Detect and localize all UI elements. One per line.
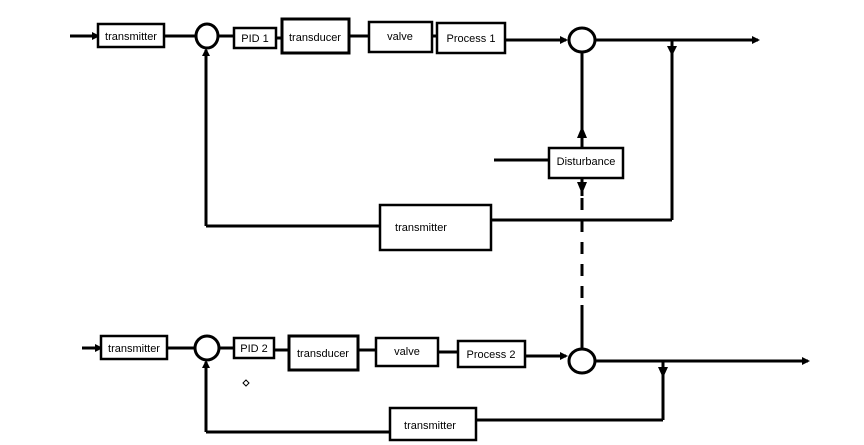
loop2-transducer-block: transducer (287, 334, 360, 372)
loop1-pid-label: PID 1 (241, 33, 269, 45)
small-diamond-mark (242, 379, 250, 387)
loop2-output-junction (567, 347, 597, 375)
loop1-transducer-label: transducer (289, 32, 341, 44)
loop2-feedback-transmitter-block: transmitter (388, 406, 478, 442)
loop1-valve-label: valve (387, 31, 413, 43)
loop2-feedback-transmitter-label: transmitter (404, 420, 456, 432)
loop2-transducer-label: transducer (297, 348, 349, 360)
disturbance-block: Disturbance (547, 146, 625, 180)
loop2-pid-label: PID 2 (240, 343, 268, 355)
loop1-process-block: Process 1 (435, 21, 507, 55)
loop1-transducer-block: transducer (280, 17, 351, 55)
loop-1: transmitter PID 1 transducer valve Proce… (70, 17, 760, 252)
disturbance-down-arrow (577, 182, 587, 194)
loop2-feedback-tap-arrow (658, 367, 668, 378)
loop2-process-block: Process 2 (456, 339, 527, 369)
loop1-summing-junction (194, 22, 220, 50)
disturbance-label: Disturbance (557, 156, 616, 168)
disturbance-group: Disturbance (494, 52, 625, 349)
loop1-input-transmitter-block: transmitter (96, 22, 166, 49)
loop2-input-transmitter-block: transmitter (99, 334, 169, 361)
loop2-process-label: Process 2 (467, 349, 516, 361)
loop1-pid-block: PID 1 (232, 26, 278, 50)
loop2-valve-label: valve (394, 346, 420, 358)
loop2-input-transmitter-label: transmitter (108, 343, 160, 355)
loop1-feedback-transmitter-label: transmitter (395, 222, 447, 234)
loop1-output-junction (567, 26, 597, 54)
loop2-summing-junction (193, 334, 221, 362)
loop1-input-transmitter-label: transmitter (105, 31, 157, 43)
loop1-valve-block: valve (367, 20, 434, 54)
loop1-feedback-transmitter-block: transmitter (378, 203, 493, 252)
disturbance-up-arrow (577, 126, 587, 138)
loop1-process-label: Process 1 (447, 33, 496, 45)
loop2-valve-block: valve (374, 336, 440, 368)
loop1-feedback-tap-arrow (667, 46, 677, 56)
loop2-pid-block: PID 2 (232, 336, 276, 360)
loop-2: transmitter PID 2 transducer valve Proce… (82, 334, 810, 442)
